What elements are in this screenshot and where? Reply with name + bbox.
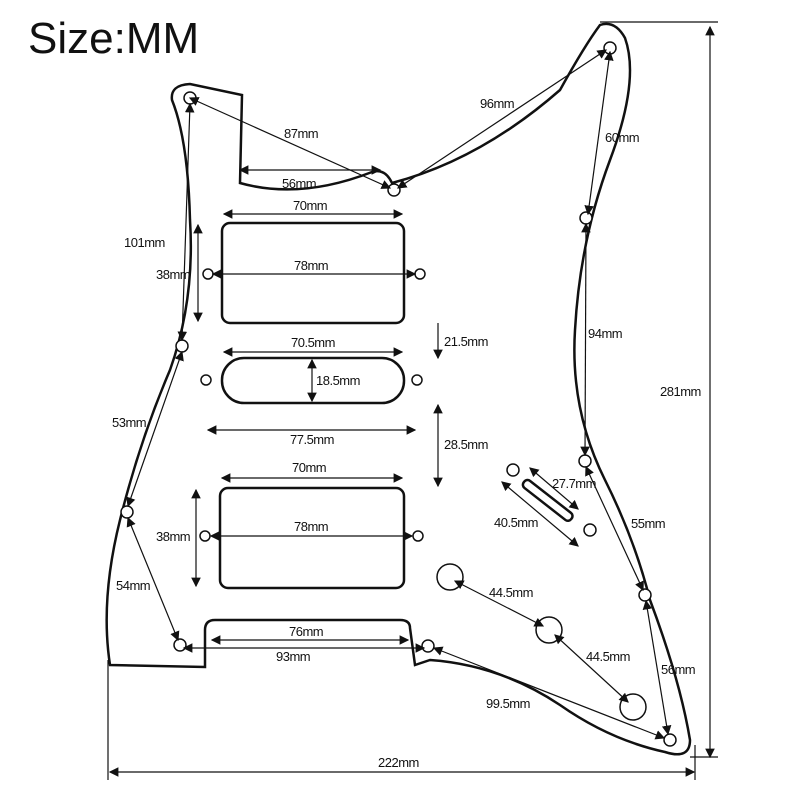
bridge-humbucker-cutout: [218, 486, 406, 590]
tone-pot-hole: [535, 616, 563, 644]
dim-78-bridge: 78mm: [294, 519, 328, 534]
dim-96: 96mm: [480, 96, 514, 111]
dim-93: 93mm: [276, 649, 310, 664]
dim-18-5: 18.5mm: [316, 373, 360, 388]
dim-44-5-b: 44.5mm: [586, 649, 630, 664]
dim-222: 222mm: [378, 755, 419, 770]
dim-87: 87mm: [284, 126, 318, 141]
dim-101: 101mm: [124, 235, 165, 250]
dim-38-neck: 38mm: [156, 267, 190, 282]
dim-70-5: 70.5mm: [291, 335, 335, 350]
dim-56: 56mm: [661, 662, 695, 677]
dim-28-5: 28.5mm: [444, 437, 488, 452]
dim-99-5: 99.5mm: [486, 696, 530, 711]
neck-humbucker-cutout: [220, 221, 406, 325]
dim-55: 55mm: [631, 516, 665, 531]
dim-76: 76mm: [289, 624, 323, 639]
dimension-labels: 87mm 96mm 60mm 56mm 70mm 101mm 38mm 78mm…: [112, 96, 701, 770]
dim-281: 281mm: [660, 384, 701, 399]
dim-56-top: 56mm: [282, 176, 316, 191]
dim-44-5-a: 44.5mm: [489, 585, 533, 600]
pickguard-outline: [105, 22, 692, 756]
dim-77-5: 77.5mm: [290, 432, 334, 447]
dimension-lines: [107, 21, 718, 780]
dim-38-bridge: 38mm: [156, 529, 190, 544]
middle-single-coil-cutout: [220, 356, 406, 405]
dim-40-5: 40.5mm: [494, 515, 538, 530]
dim-54: 54mm: [116, 578, 150, 593]
dim-60: 60mm: [605, 130, 639, 145]
dim-94: 94mm: [588, 326, 622, 341]
dim-78-neck: 78mm: [294, 258, 328, 273]
dim-53: 53mm: [112, 415, 146, 430]
volume-pot-hole: [436, 563, 464, 591]
size-unit-title: Size:MM: [28, 14, 200, 63]
dim-27-7: 27.7mm: [552, 476, 596, 491]
dim-70-neck: 70mm: [293, 198, 327, 213]
dim-21-5: 21.5mm: [444, 334, 488, 349]
dim-70-bridge: 70mm: [292, 460, 326, 475]
